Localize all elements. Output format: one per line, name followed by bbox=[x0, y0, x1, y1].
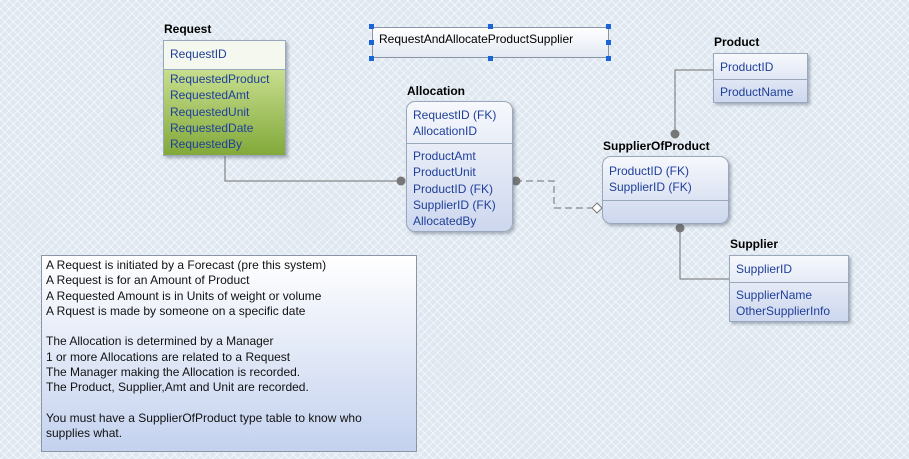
key-attribute: SupplierID (FK) bbox=[609, 180, 692, 195]
attribute: SupplierID (FK) bbox=[413, 197, 496, 212]
attribute: ProductID (FK) bbox=[413, 181, 494, 196]
note-line: The Product, Supplier,Amt and Unit are r… bbox=[46, 380, 309, 395]
entity-title-supplierofproduct: SupplierOfProduct bbox=[603, 139, 710, 153]
note-line: The Manager making the Allocation is rec… bbox=[46, 365, 301, 380]
selection-handle[interactable] bbox=[369, 40, 374, 45]
note-line bbox=[46, 396, 416, 411]
note-line: A Request is for an Amount of Product bbox=[46, 273, 250, 288]
note-line: You must have a SupplierOfProduct type t… bbox=[46, 410, 362, 425]
key-attribute: SupplierID bbox=[736, 262, 793, 276]
entity-keys: ProductID (FK) SupplierID (FK) bbox=[603, 157, 728, 201]
note-line: supplies what. bbox=[46, 426, 123, 441]
key-attribute: AllocationID bbox=[413, 124, 478, 139]
entity-attributes: SupplierName OtherSupplierInfo bbox=[730, 283, 848, 320]
entity-title-request: Request bbox=[164, 22, 212, 36]
entity-keys: SupplierID bbox=[730, 256, 848, 283]
rel-product-supplierofproduct[interactable] bbox=[674, 69, 714, 134]
entity-keys: RequestID bbox=[164, 41, 285, 70]
note-line: A Requested Amount is in Units of weight… bbox=[46, 288, 322, 303]
rel-request-allocation[interactable] bbox=[224, 156, 401, 182]
selection-handle[interactable] bbox=[488, 24, 493, 29]
subtype-label: RequestAndAllocateProductSupplier bbox=[379, 32, 574, 46]
attribute: AllocatedBy bbox=[413, 214, 477, 229]
entity-supplier[interactable]: SupplierID SupplierName OtherSupplierInf… bbox=[729, 255, 849, 322]
entity-title-product: Product bbox=[714, 35, 760, 49]
rel-end-dot bbox=[396, 176, 406, 186]
attribute: SupplierName bbox=[736, 288, 813, 302]
entity-keys: RequestID (FK) AllocationID bbox=[407, 102, 512, 144]
entity-request[interactable]: RequestID RequestedProduct RequestedAmt … bbox=[163, 40, 286, 156]
key-attribute: RequestID (FK) bbox=[413, 108, 497, 122]
diagram-note[interactable]: A Request is initiated by a Forecast (pr… bbox=[41, 255, 417, 452]
attribute: OtherSupplierInfo bbox=[736, 304, 831, 319]
rel-end-dot bbox=[511, 176, 521, 186]
rel-supplierofproduct-allocation[interactable] bbox=[515, 180, 593, 209]
selection-handle[interactable] bbox=[369, 24, 374, 29]
entity-title-supplier: Supplier bbox=[730, 237, 779, 251]
note-line: The Allocation is determined by a Manage… bbox=[46, 334, 274, 349]
rel-supplier-supplierofproduct[interactable] bbox=[679, 228, 729, 280]
selection-handle[interactable] bbox=[606, 24, 611, 29]
entity-attributes: ProductAmt ProductUnit ProductID (FK) Su… bbox=[407, 144, 512, 229]
entity-product[interactable]: ProductID ProductName bbox=[713, 53, 808, 103]
selection-handle[interactable] bbox=[488, 56, 493, 61]
key-attribute: ProductID bbox=[720, 60, 774, 74]
attribute: RequestedProduct bbox=[170, 72, 270, 86]
rel-end-diamond bbox=[591, 202, 603, 214]
subtype-label-box[interactable]: RequestAndAllocateProductSupplier bbox=[372, 27, 609, 58]
entity-supplierofproduct[interactable]: ProductID (FK) SupplierID (FK) bbox=[602, 156, 729, 224]
attribute: ProductUnit bbox=[413, 165, 476, 180]
note-line: 1 or more Allocations are related to a R… bbox=[46, 349, 291, 364]
selection-handle[interactable] bbox=[369, 56, 374, 61]
attribute: RequestedBy bbox=[170, 137, 243, 152]
selection-handle[interactable] bbox=[606, 56, 611, 61]
attribute: RequestedAmt bbox=[170, 88, 250, 103]
key-attribute: ProductID (FK) bbox=[609, 164, 690, 178]
rel-end-dot bbox=[675, 223, 685, 233]
key-attribute: RequestID bbox=[170, 47, 227, 61]
entity-title-allocation: Allocation bbox=[407, 84, 466, 98]
attribute: RequestedUnit bbox=[170, 104, 250, 119]
entity-keys: ProductID bbox=[714, 54, 807, 80]
attribute: RequestedDate bbox=[170, 120, 254, 135]
note-line: A Rquest is made by someone on a specifi… bbox=[46, 303, 306, 318]
attribute: ProductAmt bbox=[413, 149, 476, 163]
note-line: A Request is initiated by a Forecast (pr… bbox=[46, 258, 327, 272]
entity-attributes: ProductName bbox=[714, 80, 807, 100]
entity-allocation[interactable]: RequestID (FK) AllocationID ProductAmt P… bbox=[406, 101, 513, 232]
selection-handle[interactable] bbox=[606, 40, 611, 45]
entity-attributes: RequestedProduct RequestedAmt RequestedU… bbox=[164, 70, 285, 152]
rel-end-dot bbox=[670, 129, 680, 139]
attribute: ProductName bbox=[720, 85, 794, 99]
note-line bbox=[46, 319, 416, 334]
